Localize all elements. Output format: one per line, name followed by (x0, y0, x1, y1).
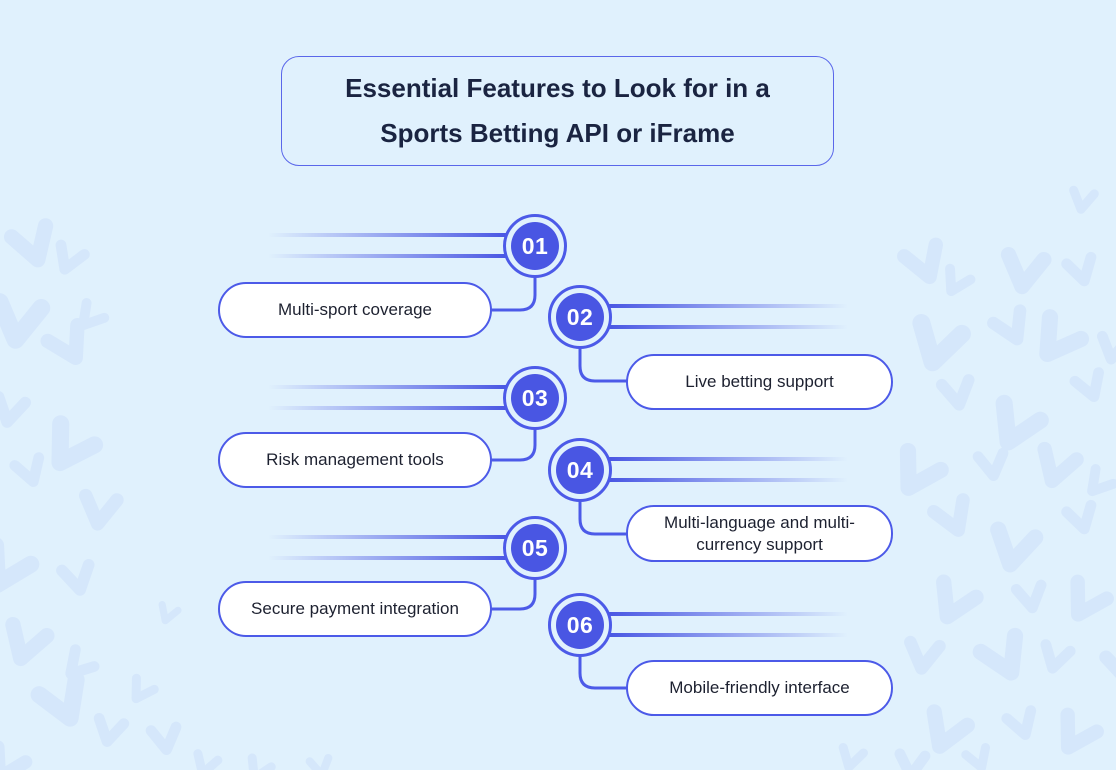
step-circle-2: 02 (548, 285, 612, 349)
step-number: 02 (566, 303, 594, 330)
step-number: 03 (521, 384, 549, 411)
step-number: 04 (566, 456, 594, 483)
step-number-badge: 06 (556, 601, 604, 649)
feature-pill-1: Multi-sport coverage (218, 282, 492, 338)
connector-step-5 (489, 577, 537, 611)
feature-pill-4: Multi-language and multi-currency suppor… (626, 505, 893, 562)
speed-line (268, 556, 508, 560)
step-number-badge: 04 (556, 446, 604, 494)
connector-step-3 (489, 427, 537, 462)
step-number-badge: 05 (511, 524, 559, 572)
feature-label: Secure payment integration (251, 599, 459, 618)
speed-line (608, 612, 848, 616)
step-number: 01 (521, 232, 549, 259)
speed-line (268, 254, 508, 258)
connector-step-4 (578, 499, 629, 536)
speed-line (608, 457, 848, 461)
feature-pill-5: Secure payment integration (218, 581, 492, 637)
speed-line (608, 633, 848, 637)
connector-step-6 (578, 654, 629, 690)
step-number-badge: 01 (511, 222, 559, 270)
speed-line (608, 478, 848, 482)
feature-label: Mobile-friendly interface (669, 678, 850, 697)
step-circle-1: 01 (503, 214, 567, 278)
step-number: 05 (521, 534, 549, 561)
feature-label: Live betting support (685, 372, 834, 391)
step-number-badge: 02 (556, 293, 604, 341)
feature-pill-2: Live betting support (626, 354, 893, 410)
feature-pill-3: Risk management tools (218, 432, 492, 488)
feature-pill-6: Mobile-friendly interface (626, 660, 893, 716)
speed-line (608, 304, 848, 308)
title-box: Essential Features to Look for in a Spor… (281, 56, 834, 166)
speed-line (268, 385, 508, 389)
feature-label: Multi-sport coverage (277, 300, 432, 319)
connector-step-2 (578, 346, 629, 383)
page-title: Essential Features to Look for in a Spor… (345, 73, 770, 148)
step-circle-5: 05 (503, 516, 567, 580)
feature-label: Risk management tools (266, 450, 444, 469)
speed-line (268, 233, 508, 237)
connector-step-1 (489, 275, 537, 312)
speed-line (268, 535, 508, 539)
step-circle-6: 06 (548, 593, 612, 657)
step-circle-3: 03 (503, 366, 567, 430)
speed-line (608, 325, 848, 329)
step-number: 06 (566, 611, 594, 638)
step-number-badge: 03 (511, 374, 559, 422)
step-circle-4: 04 (548, 438, 612, 502)
feature-label: Multi-language and multi-currency suppor… (664, 512, 855, 554)
speed-line (268, 406, 508, 410)
